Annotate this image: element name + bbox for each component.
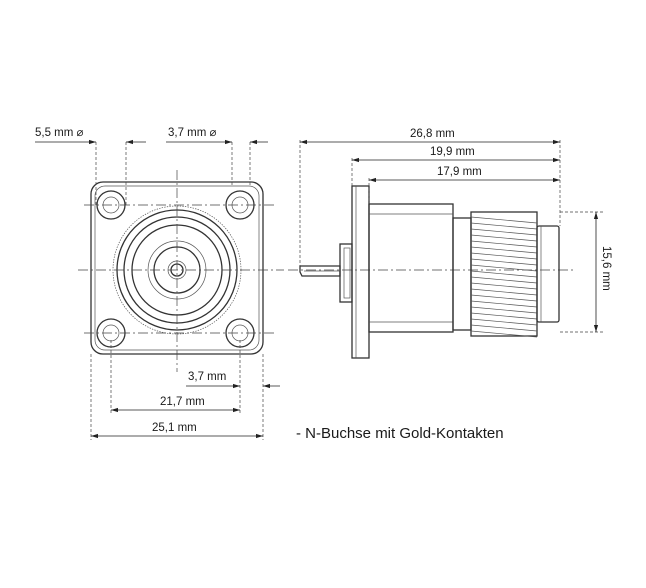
thread-line xyxy=(470,312,538,320)
thread-line xyxy=(470,324,538,332)
connector-body xyxy=(368,203,454,333)
dim-hole-spacing: 21,7 mm xyxy=(160,396,205,408)
thread-line xyxy=(470,246,538,254)
thread-line xyxy=(470,252,538,260)
thread-line xyxy=(470,306,538,314)
thread-line xyxy=(470,222,538,230)
front-nose xyxy=(536,225,560,323)
dim-hole-offset: 3,7 mm xyxy=(188,371,226,383)
thread-line xyxy=(470,300,538,308)
thread-line xyxy=(470,240,538,248)
dim-length-2: 19,9 mm xyxy=(430,146,475,158)
thread-line xyxy=(470,330,538,338)
thread-line xyxy=(470,258,538,266)
dim-height: 15,6 mm xyxy=(600,246,612,291)
dim-total-length: 26,8 mm xyxy=(410,128,455,140)
flange-side xyxy=(351,185,370,359)
front-view: 5,5 mm ⌀ 3,7 mm ⌀ 3,7 mm 21,7 mm 25,1 mm xyxy=(35,127,284,440)
thread-line xyxy=(470,264,538,272)
thread xyxy=(470,211,538,338)
thread-line xyxy=(470,288,538,296)
dim-length-3: 17,9 mm xyxy=(437,166,482,178)
thread-line xyxy=(470,228,538,236)
thread-line xyxy=(470,276,538,284)
thread-line xyxy=(470,318,538,326)
thread-line xyxy=(470,282,538,290)
side-view: 26,8 mm 19,9 mm 17,9 mm 15,6 mm xyxy=(288,128,612,359)
thread-line xyxy=(470,216,538,224)
dim-bore-diameter: 3,7 mm ⌀ xyxy=(168,127,217,139)
solder-pin xyxy=(299,265,341,277)
dim-hole-diameter: 5,5 mm ⌀ xyxy=(35,127,84,139)
thread-line xyxy=(470,270,538,278)
thread-line xyxy=(470,234,538,242)
dim-flange-width: 25,1 mm xyxy=(152,422,197,434)
caption: - N-Buchse mit Gold-Kontakten xyxy=(296,425,504,442)
thread-line xyxy=(470,294,538,302)
